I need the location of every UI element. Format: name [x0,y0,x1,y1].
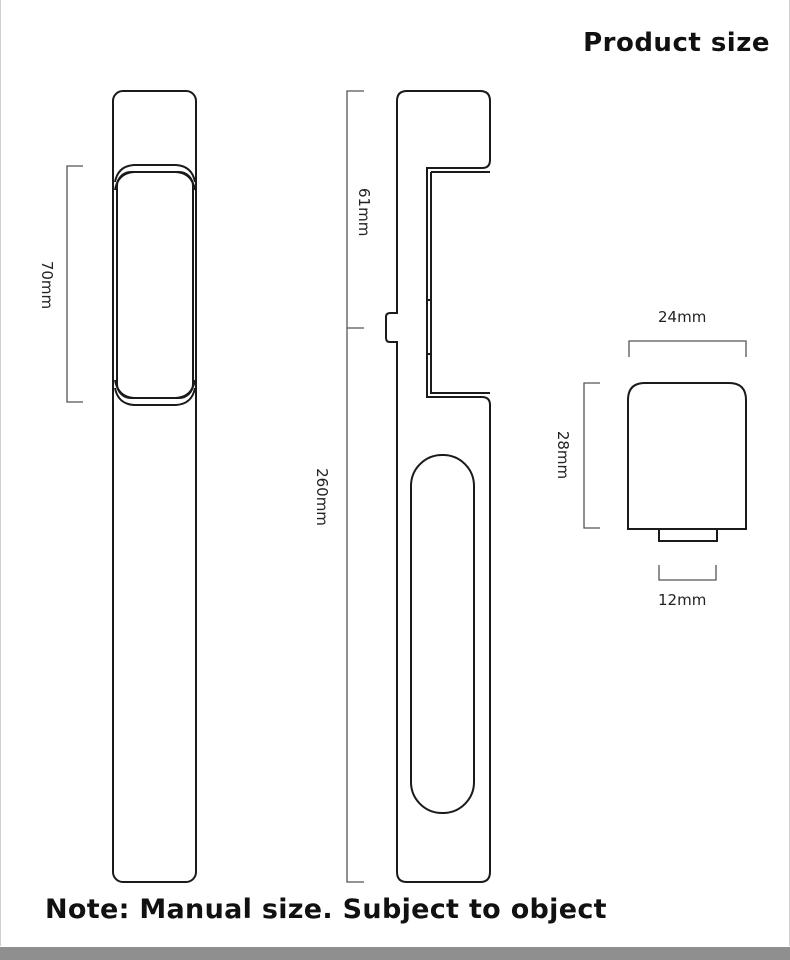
label-12mm: 12mm [658,591,707,609]
note-text: Note: Manual size. Subject to object [45,894,607,925]
dimension-bracket-260mm [346,90,364,883]
middle-handle-side-view [385,90,491,883]
label-70mm: 70mm [38,260,56,310]
label-24mm: 24mm [658,308,707,326]
label-61mm: 61mm [355,188,373,237]
dimension-bracket-12mm [658,565,717,581]
left-handle-front-view [112,90,197,883]
bottom-bar [0,947,790,960]
label-28mm: 28mm [554,430,572,480]
page-title: Product size [583,28,770,58]
label-260mm: 260mm [313,468,331,526]
dimension-bracket-70mm [66,165,83,403]
dimension-bracket-24mm [628,340,747,357]
cap-top-view [627,382,747,542]
dimension-bracket-28mm [583,382,600,529]
